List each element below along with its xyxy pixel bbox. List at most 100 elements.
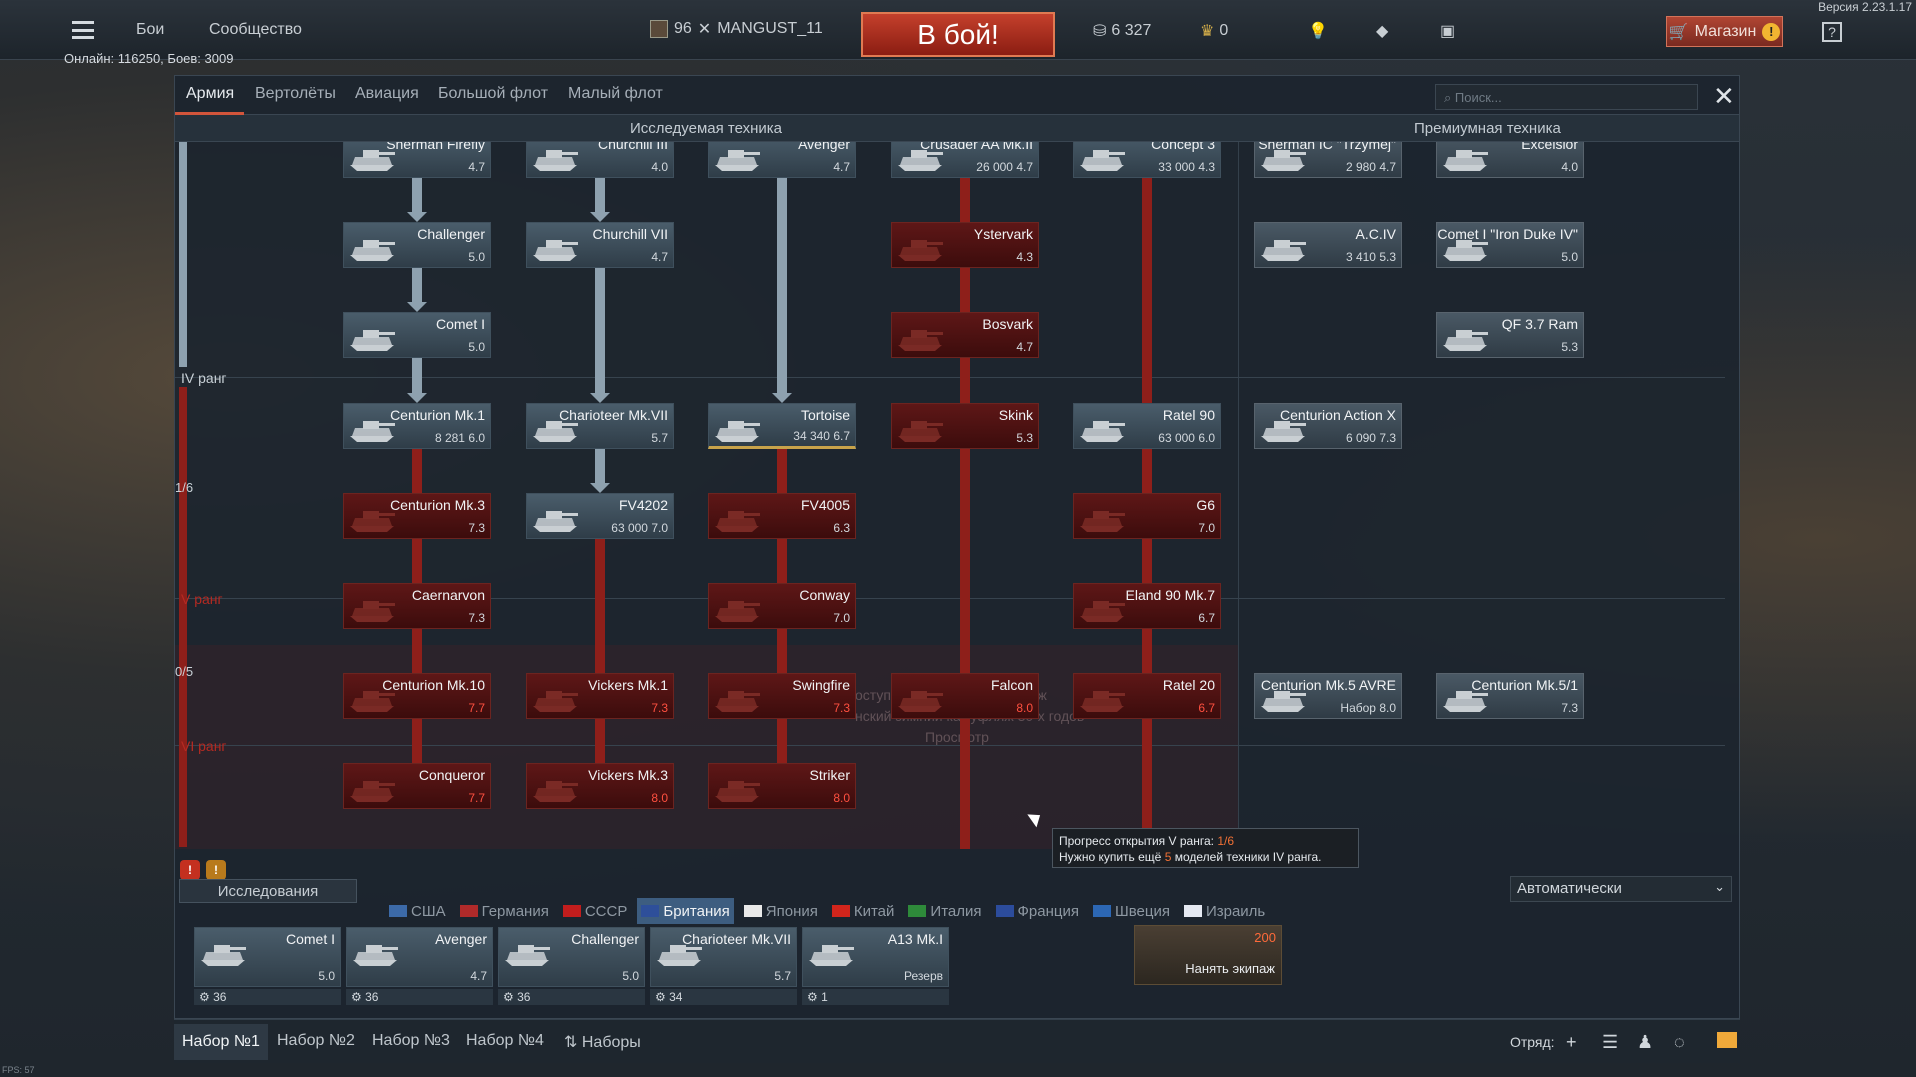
search-input[interactable]: ⌕ Поиск...	[1435, 84, 1698, 110]
nation-tab[interactable]: Швеция	[1089, 898, 1174, 924]
add-icon[interactable]: +	[1566, 1032, 1577, 1052]
nation-tab[interactable]: Франция	[992, 898, 1083, 924]
preset-4[interactable]: Набор №4	[466, 1032, 544, 1049]
hire-crew-button[interactable]: 200 Нанять экипаж	[1134, 925, 1282, 985]
vehicle-type-tabs: Армия Вертолёты Авиация Большой флот Мал…	[175, 76, 1739, 115]
chat-icon[interactable]: ◌	[1674, 1032, 1685, 1052]
warning-icon[interactable]: !	[180, 860, 200, 880]
tree-connector	[960, 719, 970, 849]
tank-icon	[350, 601, 395, 622]
menu-icon[interactable]	[72, 21, 94, 39]
tab-army[interactable]: Армия	[186, 85, 235, 102]
player-info[interactable]: 96 ✕ MANGUST_11	[650, 19, 823, 39]
nation-tab[interactable]: Британия	[637, 898, 734, 924]
nation-tab[interactable]: Китай	[828, 898, 899, 924]
preset-3[interactable]: Набор №3	[372, 1032, 450, 1049]
auto-select[interactable]: Автоматически⌄	[1510, 876, 1732, 902]
tab-aviation[interactable]: Авиация	[355, 85, 419, 102]
list-icon[interactable]: ☰	[1602, 1032, 1619, 1052]
close-icon[interactable]: ✕	[1713, 81, 1735, 111]
to-battle-button[interactable]: В бой!	[861, 12, 1055, 57]
nation-tab[interactable]: Германия	[456, 898, 553, 924]
nation-label: СССР	[584, 902, 628, 920]
nav-battles[interactable]: Бои	[136, 21, 165, 38]
mail-icon[interactable]	[1717, 1032, 1737, 1048]
vehicle-name: G6	[1196, 497, 1215, 513]
premium-vehicle-card[interactable]: Sherman IC "Trzymej"2 980 4.7	[1254, 142, 1402, 178]
nation-tab[interactable]: Италия	[904, 898, 985, 924]
crew-icon: ⚙	[807, 990, 822, 1004]
shop-button[interactable]: 🛒 Магазин !	[1666, 16, 1783, 47]
nation-tab[interactable]: США	[385, 898, 450, 924]
help-button[interactable]: ?	[1822, 22, 1842, 42]
vehicle-br: 26 000 4.7	[976, 160, 1033, 174]
presets-button[interactable]: ⇅ Наборы	[564, 1032, 641, 1052]
gold-balance[interactable]: ♛ 0	[1200, 21, 1228, 41]
premium-vehicle-card[interactable]: Comet I "Iron Duke IV"5.0	[1436, 222, 1584, 268]
tab-helicopters[interactable]: Вертолёты	[255, 85, 336, 102]
people-icon[interactable]: ♟	[1637, 1032, 1654, 1052]
tip-rank: V	[1168, 834, 1177, 848]
diamond-icon[interactable]: ◆	[1376, 23, 1389, 40]
nation-tab[interactable]: Израиль	[1180, 898, 1269, 924]
nav-community[interactable]: Сообщество	[209, 21, 302, 38]
nation-tab[interactable]: Япония	[740, 898, 822, 924]
preset-1[interactable]: Набор №1	[174, 1024, 268, 1060]
vehicle-name: Eland 90 Mk.7	[1125, 587, 1216, 603]
warning-icon[interactable]: !	[206, 860, 226, 880]
vehicle-name: Avenger	[798, 142, 850, 152]
tree-connector	[777, 539, 787, 583]
research-dropdown[interactable]: Исследования	[179, 879, 357, 903]
tab-bluewater-fleet[interactable]: Большой флот	[438, 85, 549, 102]
tank-icon	[715, 781, 760, 802]
idea-icon[interactable]: 💡	[1308, 23, 1328, 40]
vehicle-name: Striker	[809, 767, 850, 783]
coupon-icon[interactable]: ▣	[1440, 23, 1456, 40]
nation-tab[interactable]: СССР	[559, 898, 632, 924]
preset-2[interactable]: Набор №2	[277, 1032, 355, 1049]
tab-coastal-fleet[interactable]: Малый флот	[568, 85, 663, 102]
silver-balance[interactable]: ⛁ 6 327	[1093, 21, 1151, 41]
